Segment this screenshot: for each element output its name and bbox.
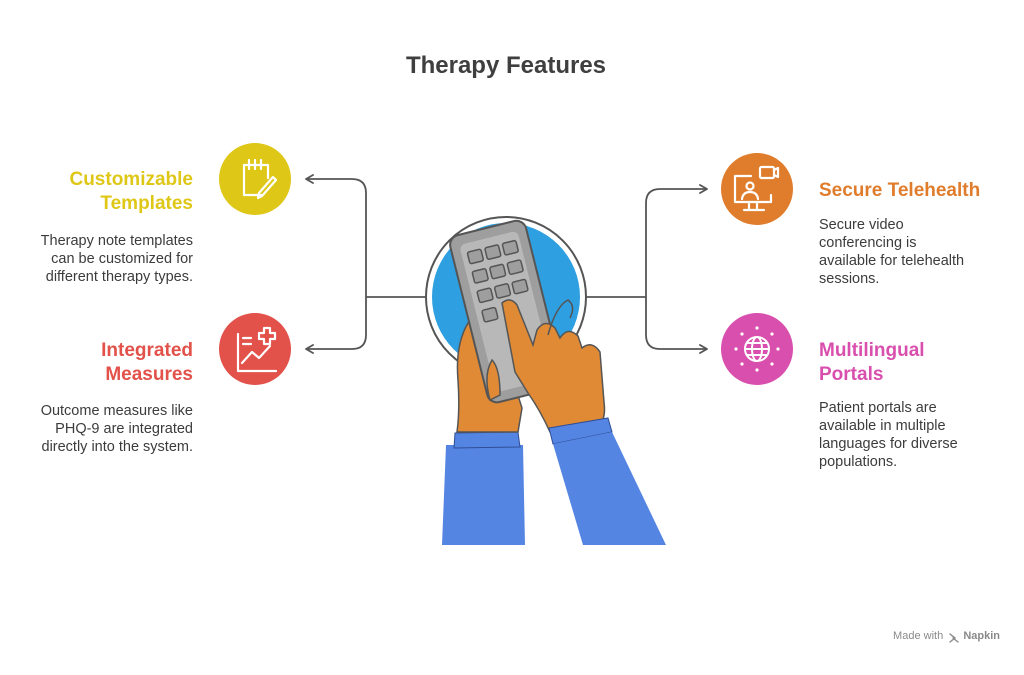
footer-prefix: Made with: [893, 630, 944, 642]
portals-description-line: languages for diverse: [819, 436, 958, 452]
templates-heading: Customizable Templates: [3, 168, 193, 216]
globe-dots: [734, 326, 780, 372]
templates-description: Therapy note templates can be customized…: [3, 232, 193, 286]
telehealth-description: Secure video conferencing is available f…: [819, 216, 999, 288]
templates-circle: [219, 143, 291, 215]
napkin-logo-icon: [949, 633, 959, 643]
video-call-monitor-icon: [733, 165, 780, 212]
measures-circle: [219, 313, 291, 385]
telehealth-heading: Secure Telehealth: [819, 179, 1019, 203]
measures-description-line: PHQ-9 are integrated: [55, 421, 193, 437]
chart-plus-icon: [236, 326, 278, 373]
portals-description-line: populations.: [819, 454, 898, 470]
measures-heading-line2: Measures: [105, 364, 193, 385]
right-connector: [586, 184, 708, 354]
portals-description: Patient portals are available in multipl…: [819, 399, 999, 471]
telehealth-circle: [721, 153, 793, 225]
telehealth-description-line: available for telehealth: [819, 253, 965, 269]
portals-description-line: available in multiple: [819, 418, 946, 434]
portals-heading: Multilingual Portals: [819, 339, 1019, 387]
templates-heading-line2: Templates: [100, 193, 193, 214]
globe-icon: [744, 336, 770, 362]
measures-heading: Integrated Measures: [3, 339, 193, 387]
portals-description-line: Patient portals are: [819, 400, 937, 416]
telehealth-heading-line1: Secure Telehealth: [819, 180, 981, 201]
portals-circle: [721, 313, 793, 385]
telehealth-description-line: Secure video: [819, 217, 904, 233]
templates-heading-line1: Customizable: [69, 169, 193, 190]
templates-description-line: Therapy note templates: [40, 233, 193, 249]
telehealth-description-line: conferencing is: [819, 235, 917, 251]
footer-brand: Napkin: [963, 630, 1000, 642]
measures-description-line: Outcome measures like: [40, 403, 193, 419]
portals-heading-line1: Multilingual: [819, 340, 925, 361]
made-with-napkin-footer[interactable]: Made with Napkin: [893, 630, 1000, 642]
hand-pressing-keypad-icon: [425, 216, 666, 545]
telehealth-description-line: sessions.: [819, 271, 880, 287]
measures-description: Outcome measures like PHQ-9 are integrat…: [3, 402, 193, 456]
portals-heading-line2: Portals: [819, 364, 884, 385]
left-connector: [305, 174, 427, 354]
templates-description-line: can be customized for: [51, 251, 193, 267]
notepad-pencil-icon: [242, 158, 278, 200]
page-title: Therapy Features: [405, 52, 607, 79]
measures-heading-line1: Integrated: [101, 340, 193, 361]
templates-description-line: different therapy types.: [45, 269, 193, 285]
measures-description-line: directly into the system.: [41, 439, 194, 455]
